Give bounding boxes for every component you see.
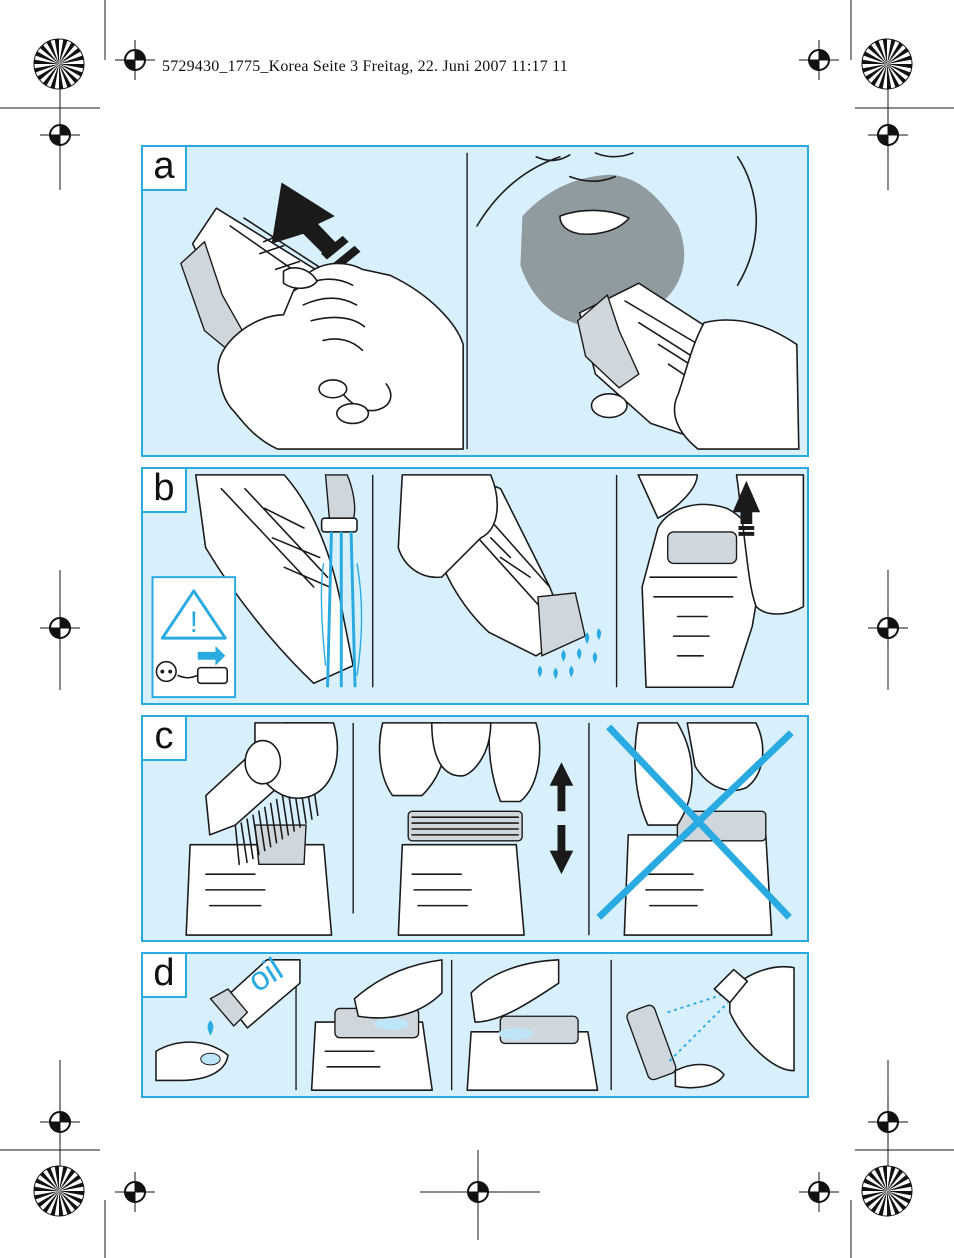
registration-mark-icon <box>868 115 908 155</box>
section-a-panel: a <box>141 145 809 457</box>
section-a-illustration <box>180 152 800 450</box>
starburst-target-icon <box>33 38 85 90</box>
double-arrow-icon <box>549 762 574 875</box>
arrow-up-icon <box>732 480 761 536</box>
section-b-illustration: ! <box>151 474 805 699</box>
water-drop-icon <box>207 1020 214 1036</box>
section-label-d: d <box>143 954 187 998</box>
section-label-a: a <box>143 147 187 191</box>
registration-mark-icon <box>868 608 908 648</box>
svg-text:!: ! <box>190 606 198 639</box>
registration-mark-icon <box>799 40 839 80</box>
section-d-illustration: oil <box>155 954 795 1091</box>
warning-triangle-icon: ! <box>160 589 227 640</box>
cross-out-icon <box>596 724 794 920</box>
registration-mark-icon <box>40 1102 80 1142</box>
registration-mark-icon <box>115 40 155 80</box>
section-label-c: c <box>143 717 187 761</box>
starburst-target-icon <box>861 38 913 90</box>
registration-mark-icon <box>115 1172 155 1212</box>
section-c-illustration <box>185 722 794 936</box>
registration-mark-icon <box>868 1102 908 1142</box>
section-d-panel: oil d <box>141 952 809 1098</box>
print-info-header: 5729430_1775_Korea Seite 3 Freitag, 22. … <box>162 58 568 75</box>
registration-mark-icon <box>40 115 80 155</box>
starburst-target-icon <box>33 1165 85 1217</box>
registration-mark-icon <box>40 608 80 648</box>
section-c-panel: c <box>141 715 809 942</box>
starburst-target-icon <box>861 1165 913 1217</box>
section-label-b: b <box>143 469 187 513</box>
registration-mark-icon <box>458 1172 498 1212</box>
section-b-panel: ! b <box>141 467 809 705</box>
registration-mark-icon <box>799 1172 839 1212</box>
